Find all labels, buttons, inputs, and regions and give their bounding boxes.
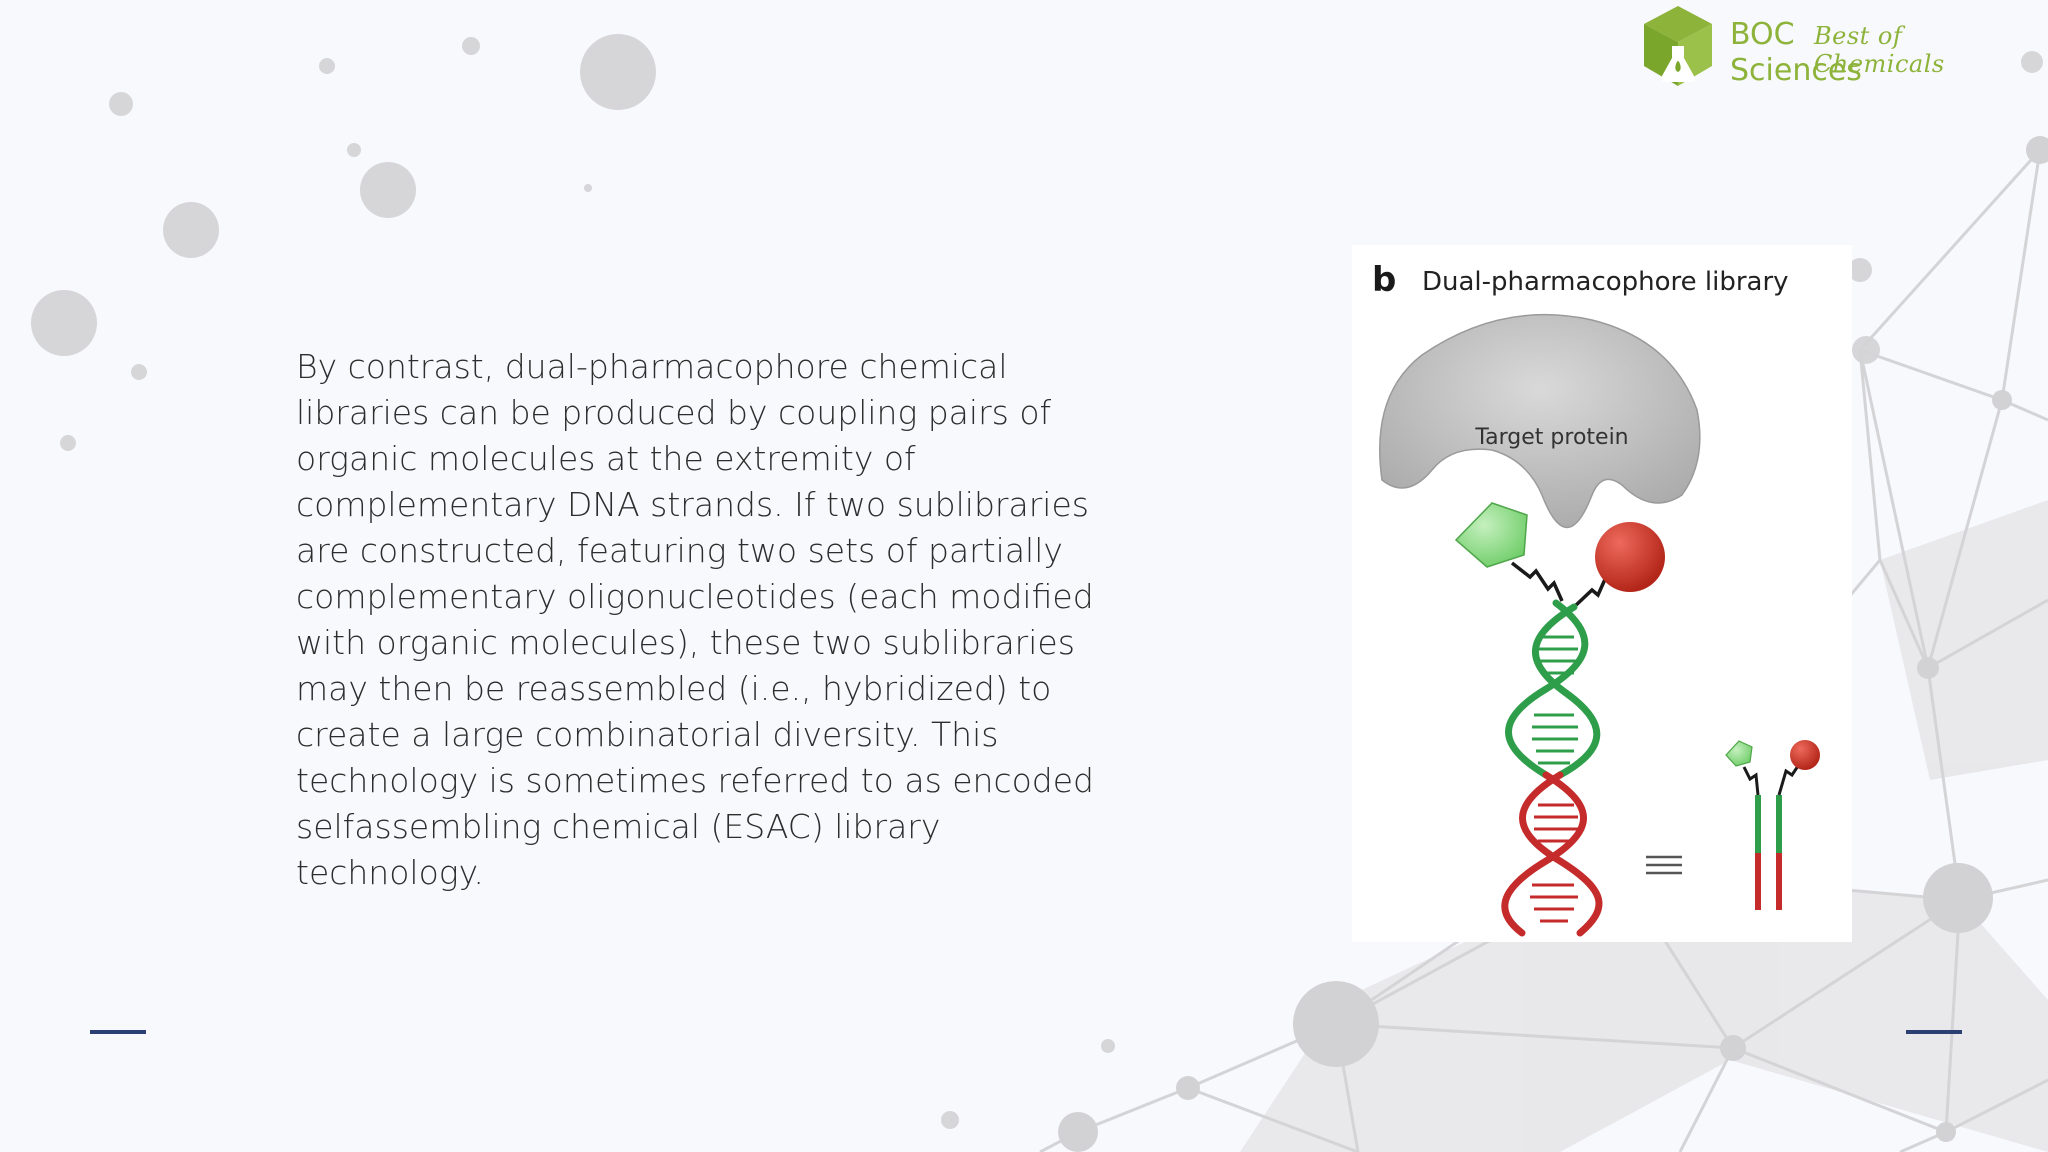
logo-tagline: Best of Chemicals [1814, 22, 1945, 78]
dna-base-pairs [1530, 635, 1578, 923]
dual-pharmacophore-illustration [1379, 313, 1820, 937]
small-red-pharmacophore [1790, 740, 1820, 770]
small-green-pharmacophore [1725, 740, 1753, 767]
figure-title: Dual-pharmacophore library [1422, 267, 1789, 297]
logo-brand-sciences: Sciences [1730, 53, 1862, 88]
equivalence-sign [1646, 855, 1682, 875]
green-pharmacophore [1454, 502, 1528, 568]
figure-panel-letter: b [1372, 260, 1397, 300]
dna-double-helix [1501, 599, 1603, 937]
logo-brand-boc: BOC [1730, 17, 1795, 52]
body-paragraph: By contrast, dual-pharmacophore chemical… [296, 347, 1094, 892]
right-accent-dash [1906, 1030, 1962, 1034]
target-protein-shape [1379, 313, 1701, 528]
target-protein-label: Target protein [1475, 425, 1629, 450]
boc-cube-flask-icon [1644, 6, 1712, 86]
left-accent-dash [90, 1030, 146, 1034]
dual-pharmacophore-figure: b Dual-pharmacophore library Target prot… [1352, 245, 1852, 942]
simplified-dual-strand [1742, 762, 1802, 910]
red-pharmacophore [1595, 522, 1665, 592]
boc-sciences-logo: BOC Sciences Best of Chemicals [1638, 4, 2008, 90]
